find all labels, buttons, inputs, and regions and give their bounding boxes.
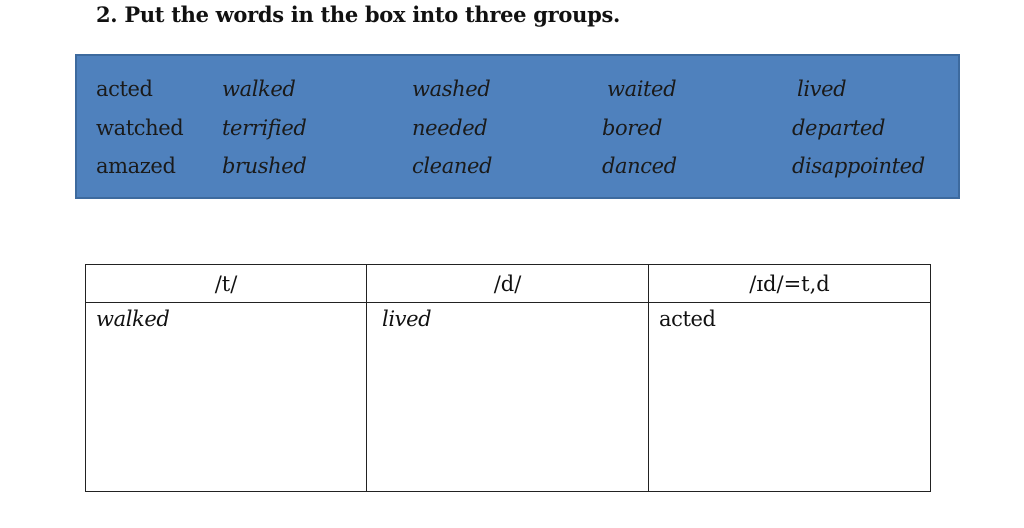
word-item: lived	[797, 77, 847, 101]
word-item: disappointed	[792, 154, 925, 178]
table-header-row: /t/ /d/ /ɪd/=t,d	[85, 264, 931, 303]
word-item: acted	[96, 77, 153, 101]
header-t: /t/	[85, 264, 367, 303]
word-item: washed	[412, 77, 491, 101]
word-item: needed	[412, 116, 488, 140]
word-item: departed	[792, 116, 885, 140]
word-item: bored	[602, 116, 662, 140]
answer-cell-id[interactable]: acted	[648, 302, 931, 492]
header-id: /ɪd/=t,d	[648, 264, 931, 303]
word-item: cleaned	[412, 154, 493, 178]
word-box: acted watched amazed walked terrified br…	[75, 54, 960, 199]
answer-cell-d[interactable]: lived	[366, 302, 649, 492]
word-item: brushed	[222, 154, 307, 178]
word-item: waited	[607, 77, 677, 101]
answer-cell-t[interactable]: walked	[85, 302, 367, 492]
word-item: terrified	[222, 116, 307, 140]
word-item: watched	[96, 116, 184, 140]
word-item: walked	[222, 77, 296, 101]
header-d: /d/	[366, 264, 649, 303]
exercise-title: 2. Put the words in the box into three g…	[96, 2, 620, 27]
word-item: amazed	[96, 154, 176, 178]
answer-table: /t/ /d/ /ɪd/=t,d walked lived acted	[85, 264, 931, 492]
table-row: walked lived acted	[85, 302, 931, 492]
word-item: danced	[602, 154, 677, 178]
